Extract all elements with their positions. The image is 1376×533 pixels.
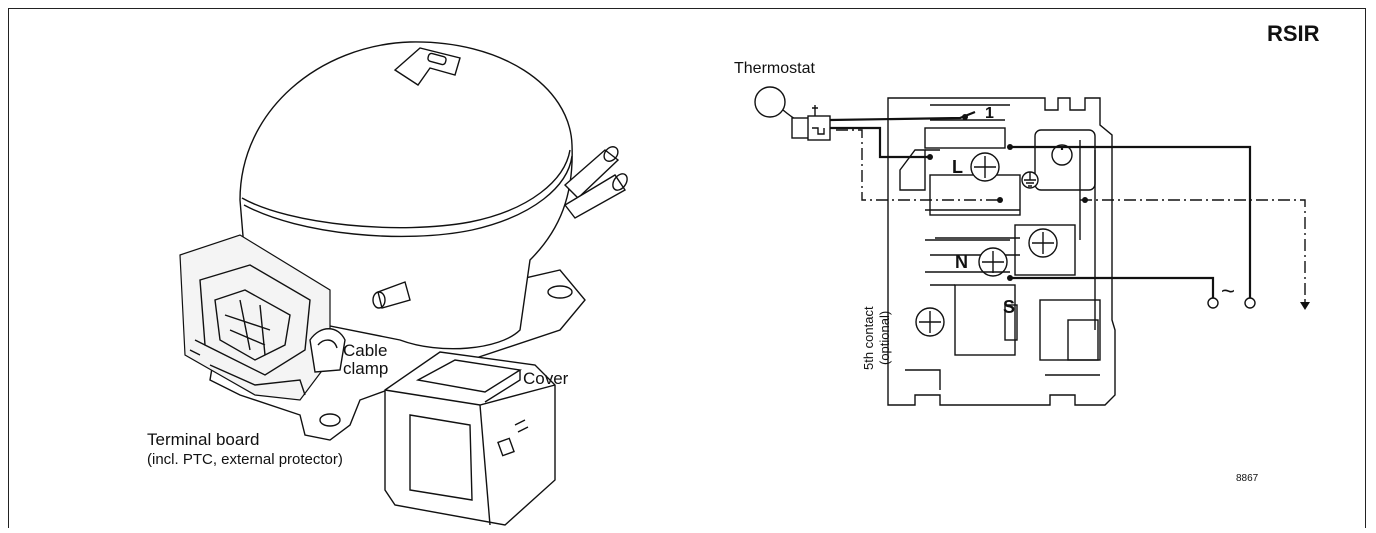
- screw-terminal-N: [978, 247, 1008, 277]
- wire-thermostat-1: [829, 110, 976, 122]
- figure-frame: [8, 8, 1366, 528]
- terminal-L-label: L: [952, 157, 963, 177]
- screw-terminal-ground-area: [1028, 228, 1058, 258]
- cable-clamp-label-line2: clamp: [343, 359, 389, 378]
- diagram-title: RSIR: [1267, 21, 1320, 46]
- fifth-contact-label-line1: 5th contact: [861, 306, 876, 370]
- figure-number: 8867: [1236, 473, 1259, 484]
- ac-symbol: ~: [1221, 278, 1236, 305]
- terminal-S-label: S: [1003, 297, 1016, 317]
- process-pipe-1: [563, 149, 620, 199]
- compressor-body: [239, 41, 573, 350]
- thermostat-icon: [754, 86, 831, 141]
- compressor-seam-2: [243, 155, 573, 238]
- bracket-slot: [427, 52, 447, 66]
- wire-N-supply: [1010, 276, 1215, 298]
- terminal-board-body: [179, 234, 331, 401]
- terminal-board-label-line2: (incl. PTC, external protector): [147, 451, 343, 468]
- ac-terminal-left: [1207, 297, 1219, 309]
- screw-terminal-5th: [915, 307, 945, 337]
- fifth-contact-label-line2: (optional): [877, 310, 892, 365]
- side-nozzle: [377, 281, 411, 309]
- wire-L-supply: [1010, 145, 1252, 298]
- screw-terminal-L: [970, 152, 1000, 182]
- terminal-N-label: N: [955, 252, 968, 272]
- mounting-hole-right: [547, 285, 573, 299]
- cable-clamp: [309, 328, 346, 373]
- earth-line-left: [836, 129, 1000, 201]
- thermostat-label: Thermostat: [734, 60, 815, 77]
- process-pipe-2: [563, 174, 627, 219]
- ac-terminal-right: [1244, 297, 1256, 309]
- terminal-board-label-line1: Terminal board: [147, 430, 260, 449]
- ground-icon: [1021, 171, 1039, 189]
- wire-thermostat-L: [830, 126, 930, 159]
- cover-label: Cover: [523, 369, 569, 388]
- terminal-1-label: 1: [985, 105, 994, 122]
- mounting-hole-left: [319, 413, 341, 427]
- earth-line-right: [1080, 199, 1306, 300]
- compressor-seam: [241, 149, 571, 229]
- cable-clamp-label-line1: Cable: [343, 341, 388, 360]
